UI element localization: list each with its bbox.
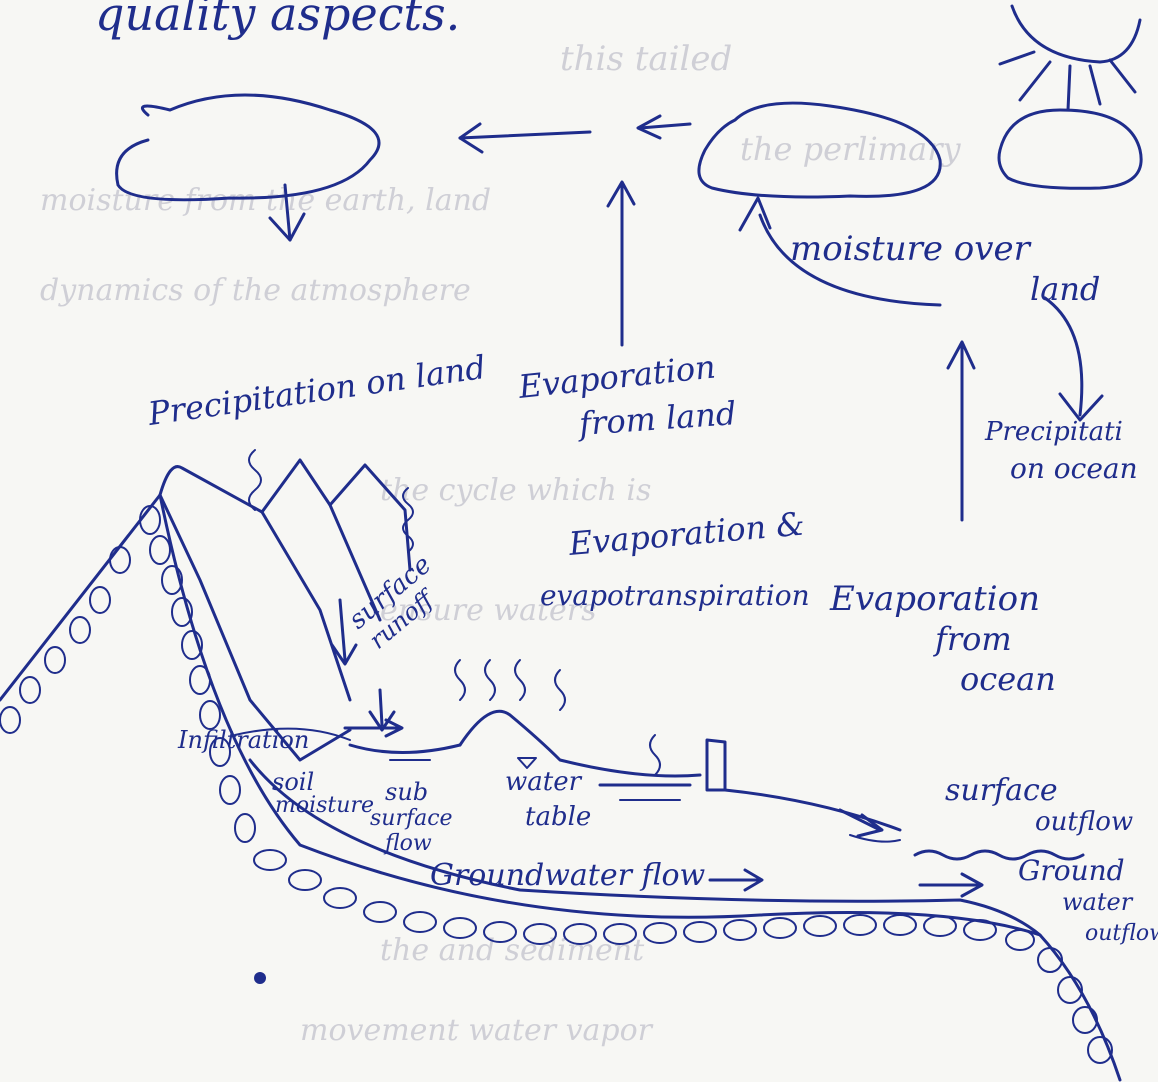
arrows [270,116,1102,520]
label-sub-surface-flow: sub surface flow [370,778,453,856]
cloud-right [999,110,1141,188]
moisture-over-land-line2: land [1030,270,1100,308]
water-table-line2: table [525,802,591,832]
label-ground-water-outflow: Ground water outflow [1018,854,1158,946]
label-evaporation-from-ocean: Evaporation from ocean [829,579,1056,698]
label-groundwater-flow: Groundwater flow [430,858,706,893]
precipitation-on-ocean-line2: on ocean [1010,452,1138,485]
evaporation-from-land-line2: from land [576,394,738,443]
ink-dot [254,972,266,984]
evap-evapotranspiration-line2: evapotranspiration [540,579,810,612]
svg-text:the cycle which is: the cycle which is [380,473,651,508]
label-evaporation-from-land: Evaporation from land [516,348,738,444]
svg-text:the perlimary: the perlimary [740,130,961,168]
sub-surface-flow-line2: surface [370,806,453,831]
label-evaporation-evapotranspiration: Evaporation & evapotranspiration [540,505,810,612]
ground-water-outflow-line2: water [1062,888,1134,916]
svg-text:movement water vapor: movement water vapor [300,1013,654,1048]
soil-moisture-line2: moisture [275,793,374,818]
sun-icon [1000,6,1140,110]
label-precipitation-on-land: Precipitation on land [145,348,488,433]
bleed-through: this tailed the perlimary moisture from … [40,39,961,1048]
ground-water-outflow-line1: Ground [1018,854,1125,887]
ground-water-outflow-line3: outflow [1085,921,1158,946]
svg-text:this tailed: this tailed [560,39,732,79]
water-table-line1: water [505,767,583,797]
label-precipitation-on-ocean: Precipitati on ocean [984,417,1138,485]
evap-evapotranspiration-line1: Evaporation & [566,505,806,564]
moisture-over-land-line1: moisture over [790,229,1032,269]
evaporation-from-ocean-line3: ocean [960,660,1056,698]
precipitation-on-ocean-line1: Precipitati [984,417,1123,447]
label-moisture-over-land: moisture over land [790,229,1100,308]
evaporation-from-ocean-line1: Evaporation [829,579,1040,619]
evaporation-from-ocean-line2: from [933,620,1012,658]
svg-text:dynamics of the atmosphere: dynamics of the atmosphere [40,273,471,308]
label-surface-runoff: surface runoff [343,550,441,655]
soil-moisture-line1: soil [272,768,314,796]
surface-outflow-line2: outflow [1035,807,1133,837]
label-soil-moisture: soil moisture [272,768,374,818]
label-surface-outflow: surface outflow [945,773,1133,837]
svg-text:moisture from the earth, land: moisture from the earth, land [40,183,491,218]
header-text: quality aspects. [95,0,460,41]
label-water-table: water table [505,767,591,832]
label-infiltration: Infiltration [177,726,309,754]
surface-outflow-line1: surface [945,773,1058,808]
sub-surface-flow-line1: sub [385,778,428,806]
sub-surface-flow-line3: flow [383,831,432,856]
